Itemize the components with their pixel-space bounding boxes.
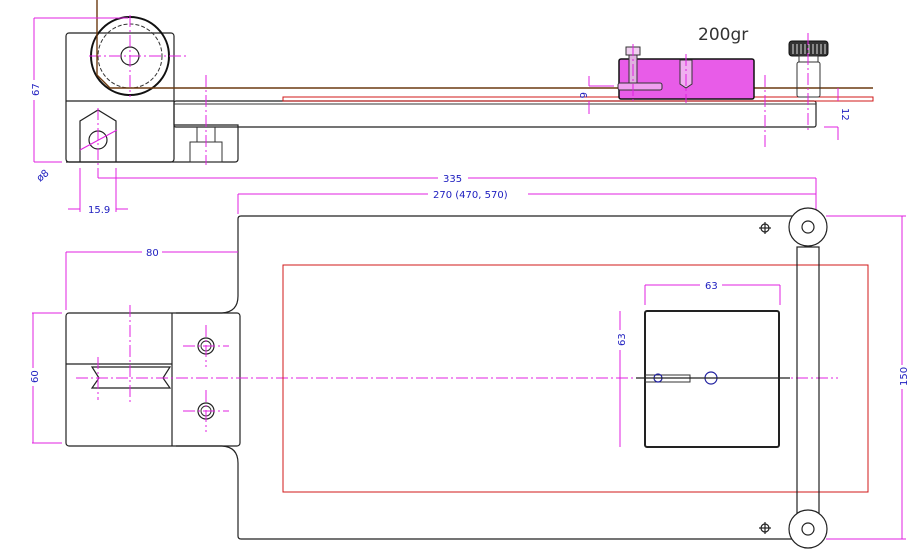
dim-hole-diameter: ø8 <box>35 168 52 184</box>
dim-sled-height: 63 <box>617 333 628 346</box>
pulley-block-top <box>65 312 241 447</box>
knob-knurling <box>792 44 826 54</box>
link-bar <box>796 246 820 514</box>
dim-height-total: 67 <box>31 83 42 96</box>
pulley-housing <box>65 32 175 163</box>
dim-hole-offset: 15.9 <box>88 205 110 216</box>
sample-strip <box>282 96 874 102</box>
dim-pulley-block-width: 60 <box>30 370 41 383</box>
dim-plate-width: 150 <box>899 367 910 386</box>
dim-sample-thickness: 6 <box>577 92 588 98</box>
hole-diameter-leader <box>79 129 118 151</box>
top-view: 335 270 (470, 570) <box>27 172 910 549</box>
foot-block <box>66 124 239 163</box>
sled-top <box>644 310 780 448</box>
roller-bottom-hole <box>801 522 815 536</box>
dim-overall-length: 335 <box>443 174 462 185</box>
weight-label: 200gr <box>698 25 748 45</box>
dim-plate-length: 270 (470, 570) <box>433 190 508 201</box>
sample-area <box>282 264 869 493</box>
side-view: 200gr 67 ø8 15.9 6 12 <box>28 0 874 216</box>
corner-mark-bottom <box>759 522 771 534</box>
roller-top <box>788 207 828 247</box>
dim-pulley-block-length: 80 <box>146 248 159 259</box>
sled-clamp-pin <box>617 82 663 91</box>
roller-top-hole <box>801 220 815 234</box>
cord <box>96 0 873 89</box>
roller-bottom <box>788 509 828 549</box>
dim-sled-width: 63 <box>705 281 718 292</box>
plate-side <box>173 100 817 128</box>
dim-base-height: 12 <box>839 108 850 121</box>
plate-outline <box>176 215 800 540</box>
corner-mark-top <box>759 222 771 234</box>
